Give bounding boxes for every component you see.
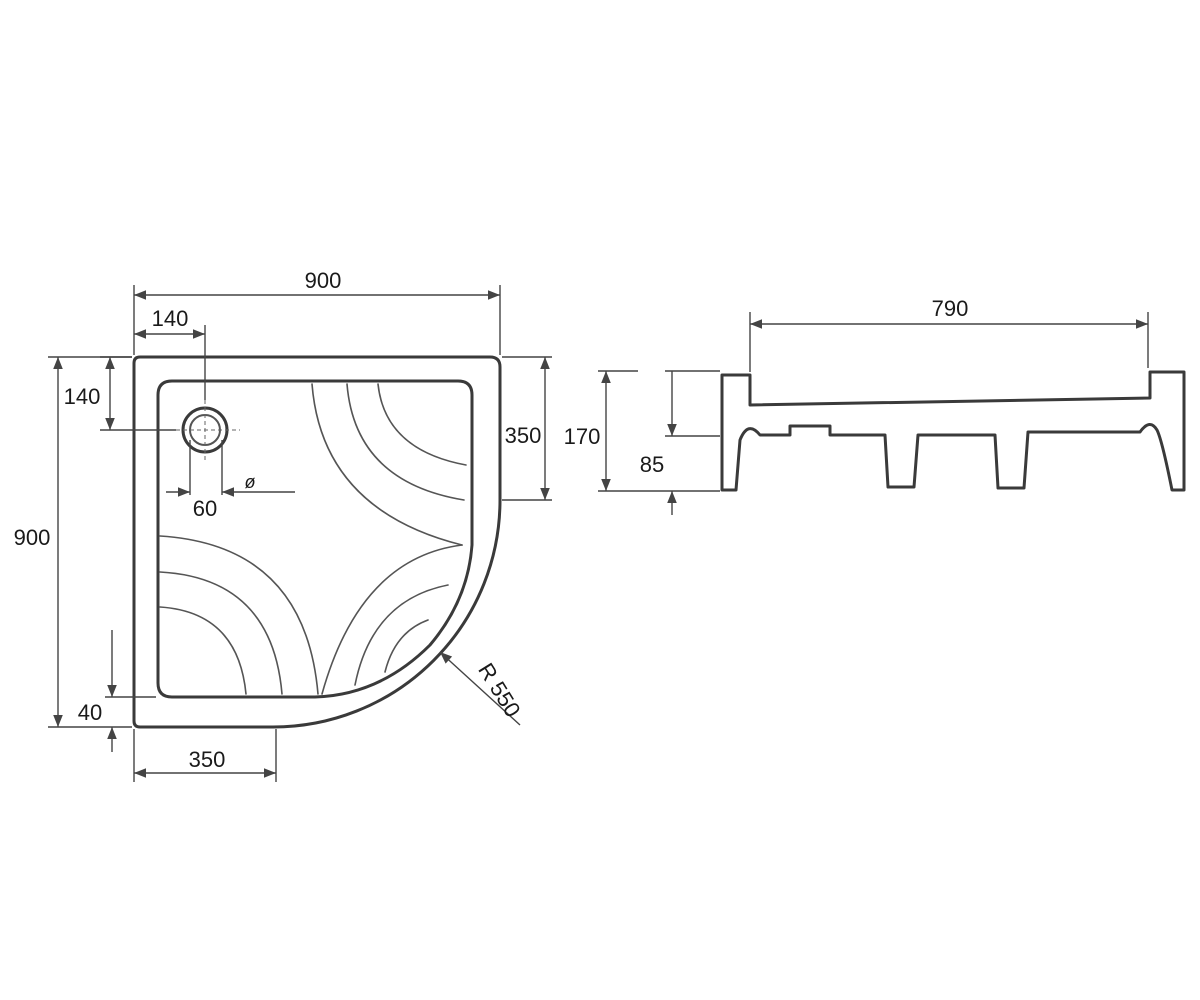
dim-width-900: 900 [133,268,501,355]
side-straight-label: 350 [505,423,542,448]
dim-drain-y-140: 140 [64,356,176,431]
dim-bottom-straight-350: 350 [133,729,277,782]
drain-diameter-symbol: ø [245,472,256,492]
inner-width-label: 790 [932,296,969,321]
dim-radius-550: R 550 [439,651,526,726]
dim-inner-width-790: 790 [749,296,1149,372]
side-view: 790 170 85 [564,296,1186,515]
dim-total-height-170: 170 [564,370,720,492]
rim-label: 40 [78,700,102,725]
dim-drain-diameter-60: ø 60 [166,440,295,521]
anti-slip-pattern [159,383,467,695]
bottom-straight-label: 350 [189,747,226,772]
height-label: 900 [14,525,51,550]
tray-side-profile [720,370,1186,492]
dim-rim-40: 40 [78,630,156,752]
drain-offset-x-label: 140 [152,306,189,331]
dim-height-900: 900 [14,356,132,728]
total-height-label: 170 [564,424,601,449]
top-view: 900 140 140 ø 60 900 [14,268,552,782]
drain-offset-y-label: 140 [64,384,101,409]
dim-drain-x-140: 140 [134,306,206,400]
dim-side-straight-350: 350 [502,356,552,501]
tray-inner-outline [156,379,474,699]
base-height-label: 85 [640,452,664,477]
tray-outer-outline [132,355,502,729]
drain [176,400,240,460]
drain-diameter-label: 60 [193,496,217,521]
width-label: 900 [305,268,342,293]
dim-base-height-85: 85 [640,370,720,515]
